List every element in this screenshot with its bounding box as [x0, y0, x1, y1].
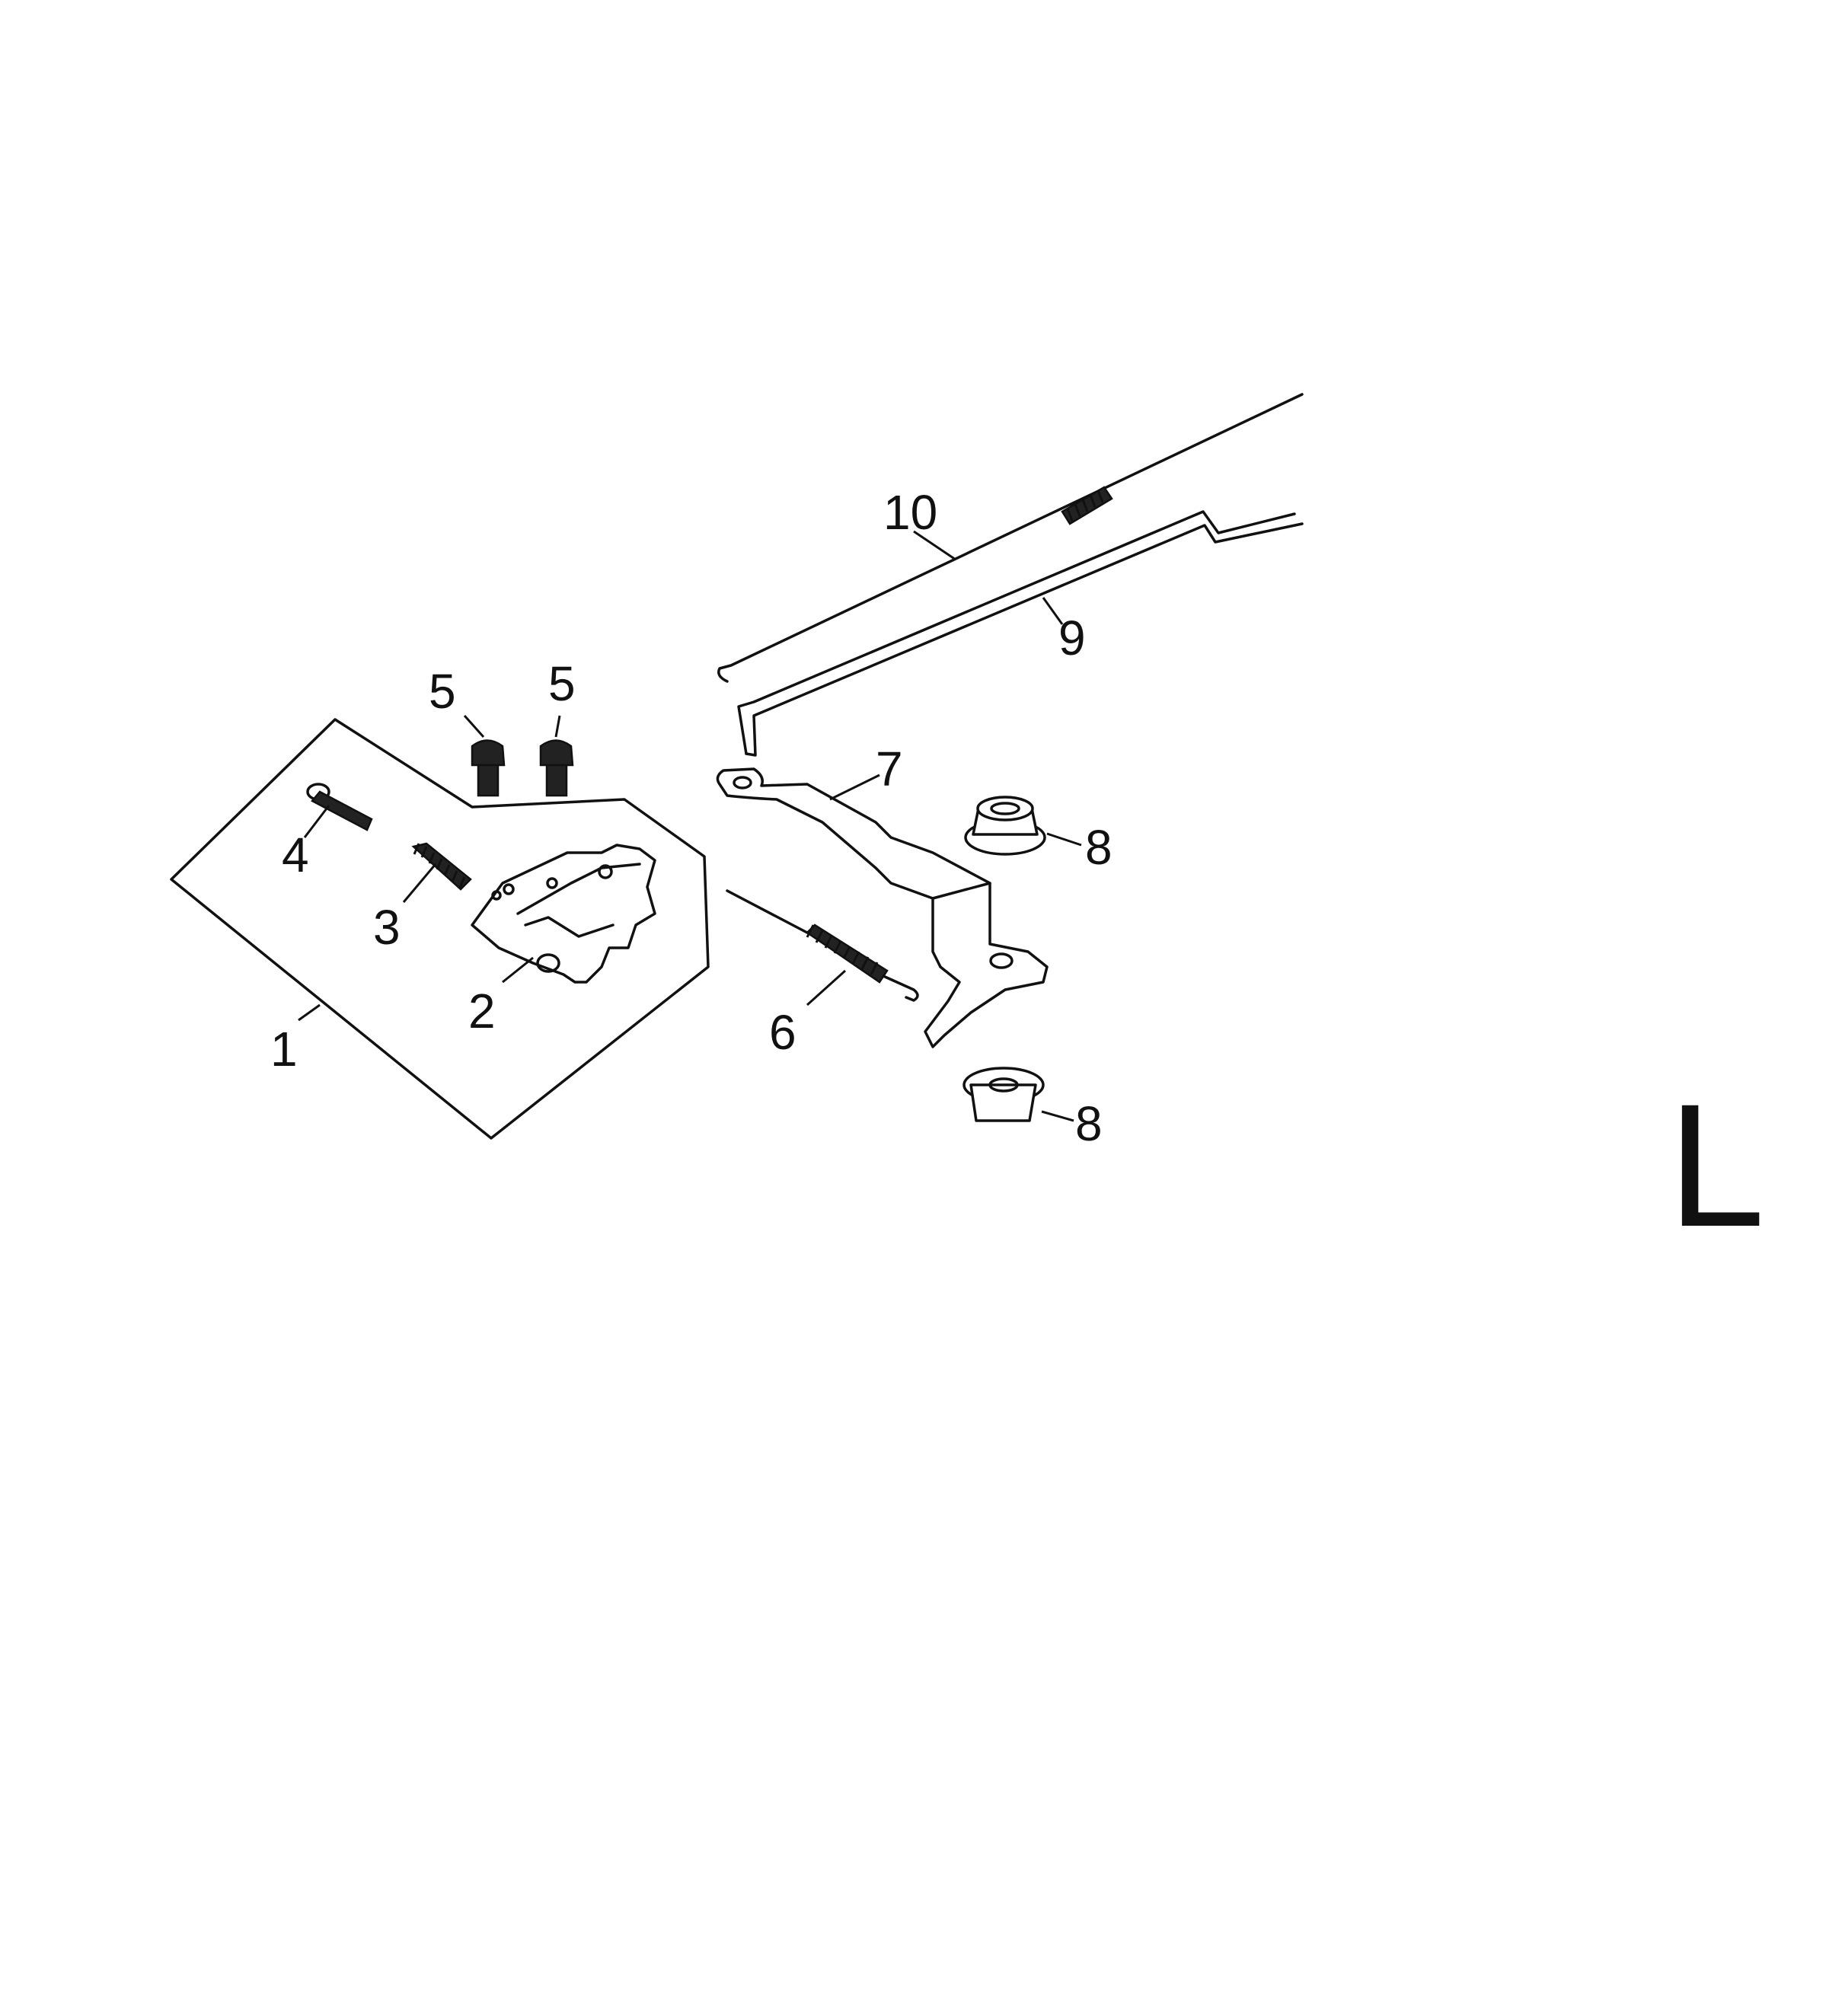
leader-5a — [463, 715, 485, 738]
assembly-outline — [170, 718, 710, 1140]
leader-3 — [402, 863, 437, 903]
callout-8a: 8 — [1085, 820, 1113, 875]
flange-nut-8-lower — [962, 1067, 1045, 1122]
leader-6 — [806, 969, 847, 1006]
throttle-rod-9 — [737, 510, 1304, 757]
callout-2: 2 — [468, 984, 496, 1038]
choke-rod-10 — [717, 393, 1304, 683]
callouts: 1 2 3 4 5 5 6 7 8 8 9 10 — [270, 485, 1113, 1151]
leader-8a — [1046, 832, 1082, 847]
callout-9: 9 — [1058, 611, 1086, 665]
bolt-5-right — [539, 739, 574, 797]
leader-2 — [502, 956, 534, 984]
leader-4 — [303, 805, 330, 838]
spring-3 — [411, 842, 472, 891]
stud-4 — [306, 783, 373, 831]
section-letter: L — [1668, 1067, 1765, 1263]
leader-7 — [829, 774, 880, 801]
callout-8b: 8 — [1075, 1096, 1103, 1151]
leader-8b — [1041, 1110, 1074, 1122]
callout-4: 4 — [282, 828, 309, 882]
callout-5b: 5 — [548, 656, 576, 711]
leader-9 — [1042, 597, 1064, 625]
control-lever-7 — [716, 767, 1049, 1048]
leader-5b — [554, 715, 561, 738]
callout-5a: 5 — [429, 664, 456, 719]
callout-1: 1 — [270, 1022, 298, 1077]
bolt-5-left — [471, 739, 506, 797]
callout-6: 6 — [769, 1005, 796, 1060]
callout-10: 10 — [883, 485, 937, 540]
leader-lines — [298, 530, 1082, 1122]
governor-bracket — [471, 844, 656, 984]
flange-nut-8-upper — [964, 796, 1046, 856]
leader-10 — [913, 530, 956, 561]
leader-1 — [298, 1003, 321, 1022]
governor-spring-6 — [726, 889, 919, 1002]
callout-3: 3 — [373, 900, 401, 955]
callout-7: 7 — [876, 742, 903, 796]
